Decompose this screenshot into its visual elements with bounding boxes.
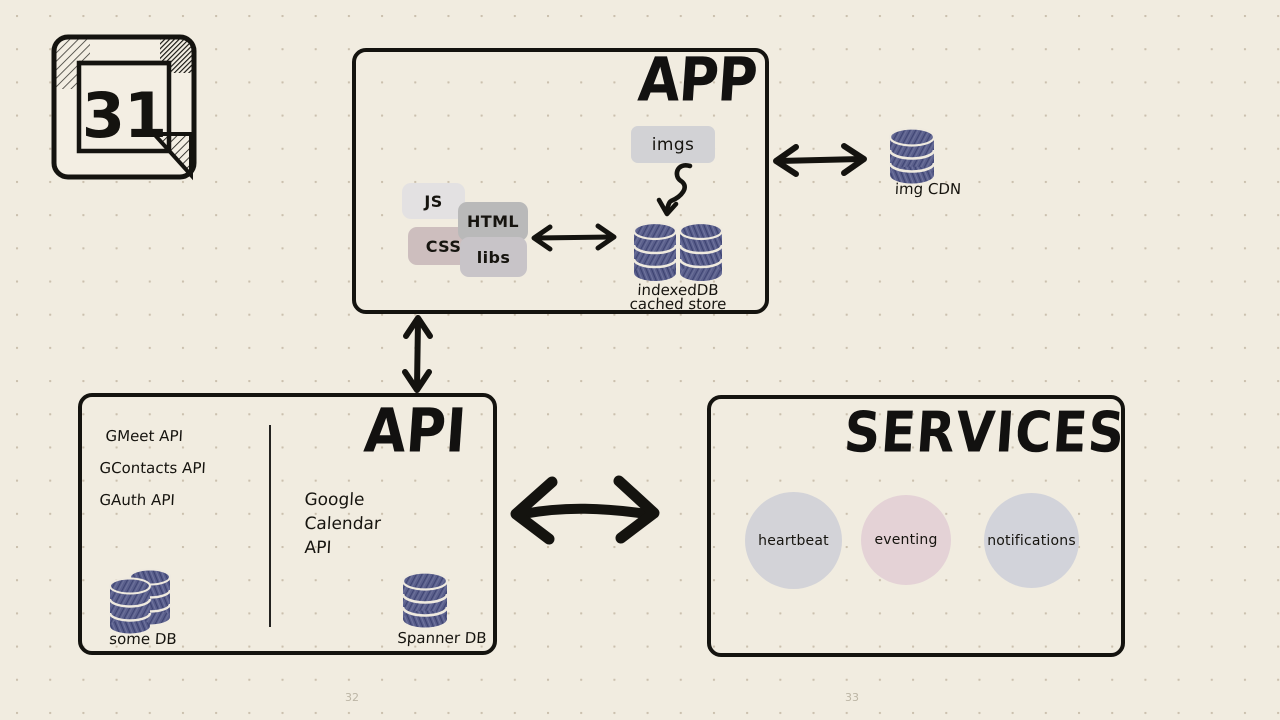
page-number-right: 33	[845, 691, 859, 704]
service-notifications[interactable]: notifications	[984, 493, 1079, 588]
cylinder-front	[108, 577, 152, 634]
some-db-label: some DB	[108, 630, 178, 648]
service-heartbeat[interactable]: heartbeat	[745, 492, 842, 589]
calendar-day-number: 31	[82, 79, 166, 152]
service-eventing[interactable]: eventing	[861, 495, 951, 585]
calendar-icon-svg: 31	[51, 34, 197, 181]
img-cdn-icon	[888, 127, 936, 186]
asset-card-libs[interactable]: libs	[460, 237, 527, 277]
app-title: APP	[636, 44, 759, 115]
google-calendar-api-line1: Google	[303, 490, 365, 510]
imgs-card[interactable]: imgs	[631, 126, 715, 163]
img-cdn-label: img CDN	[894, 180, 962, 198]
google-calendar-icon: 31 31	[50, 33, 198, 181]
services-title: SERVICES	[842, 400, 1128, 465]
spanner-db-label: Spanner DB	[396, 629, 488, 647]
indexeddb-store-icon	[632, 221, 724, 284]
app-container	[352, 48, 769, 314]
indexeddb-label-line2: cached store	[629, 295, 727, 313]
google-calendar-api-line2: Calendar	[303, 514, 382, 534]
imgs-to-store-curved-arrow-icon	[645, 160, 715, 230]
api-to-services-arrow-icon	[505, 470, 665, 546]
some-db-icon	[104, 568, 184, 634]
api-title: API	[362, 395, 469, 466]
app-to-api-arrow-icon	[398, 312, 438, 396]
spanner-db-icon	[400, 571, 450, 630]
api-item-gauth[interactable]: GAuth API	[99, 491, 176, 509]
page-number-left: 32	[345, 691, 359, 704]
assets-to-store-arrow-icon	[528, 220, 620, 256]
api-item-gcontacts[interactable]: GContacts API	[99, 459, 207, 477]
api-item-gmeet[interactable]: GMeet API	[105, 427, 184, 445]
services-container	[707, 395, 1125, 657]
app-to-cdn-arrow-icon	[770, 140, 870, 180]
asset-card-html[interactable]: HTML	[458, 202, 528, 241]
cylinder-right	[678, 221, 724, 281]
api-column-divider	[269, 425, 271, 627]
asset-card-js[interactable]: JS	[402, 183, 465, 219]
cylinder-left	[632, 221, 678, 281]
google-calendar-api-line3: API	[303, 538, 332, 558]
api-container	[78, 393, 497, 655]
